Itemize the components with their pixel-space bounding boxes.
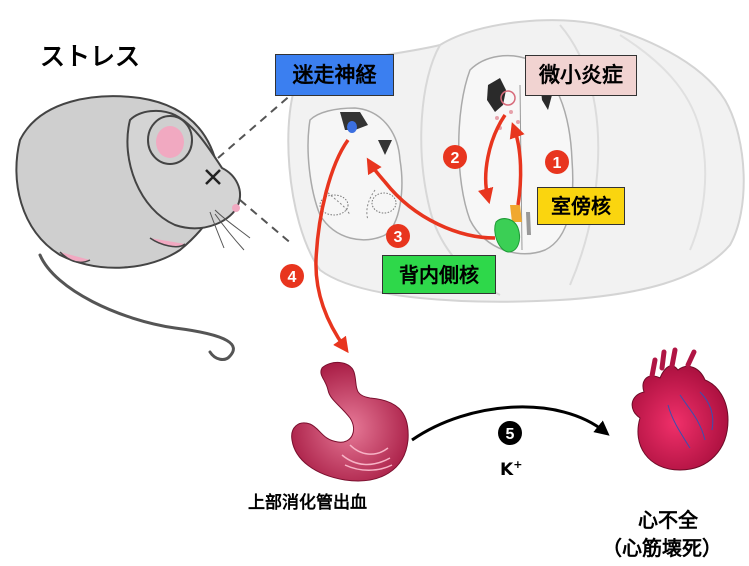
step1-marker: 1 bbox=[545, 150, 569, 174]
zoom-line-lower bbox=[240, 200, 293, 245]
stress-label: ストレス bbox=[40, 44, 140, 69]
step2-marker: 2 bbox=[443, 145, 467, 169]
potassium-charge: + bbox=[513, 458, 522, 471]
step4-number: 4 bbox=[288, 269, 297, 286]
step1-number: 1 bbox=[553, 155, 562, 172]
step3-marker: 3 bbox=[386, 224, 410, 248]
stomach-icon bbox=[292, 362, 408, 481]
step4-marker: 4 bbox=[280, 264, 304, 288]
microinflammation-box: 微小炎症 bbox=[525, 55, 637, 96]
step2-number: 2 bbox=[451, 150, 460, 167]
potassium-label: K+ bbox=[500, 462, 522, 479]
step3-number: 3 bbox=[394, 229, 403, 246]
step5-number: 5 bbox=[506, 426, 515, 443]
gi-bleeding-label: 上部消化管出血 bbox=[248, 495, 367, 512]
dorsomedial-nucleus-box: 背内側核 bbox=[382, 255, 496, 294]
vagus-nerve-box: 迷走神経 bbox=[275, 54, 394, 96]
heart-failure-detail-label: （心筋壊死） bbox=[602, 538, 722, 558]
mouse-illustration bbox=[16, 96, 250, 359]
paraventricular-nucleus-box: 室傍核 bbox=[537, 187, 625, 225]
heart-icon bbox=[632, 350, 728, 470]
potassium-symbol: K bbox=[500, 460, 513, 480]
heart-failure-label: 心不全 bbox=[638, 510, 698, 530]
step5-marker: 5 bbox=[498, 421, 522, 445]
